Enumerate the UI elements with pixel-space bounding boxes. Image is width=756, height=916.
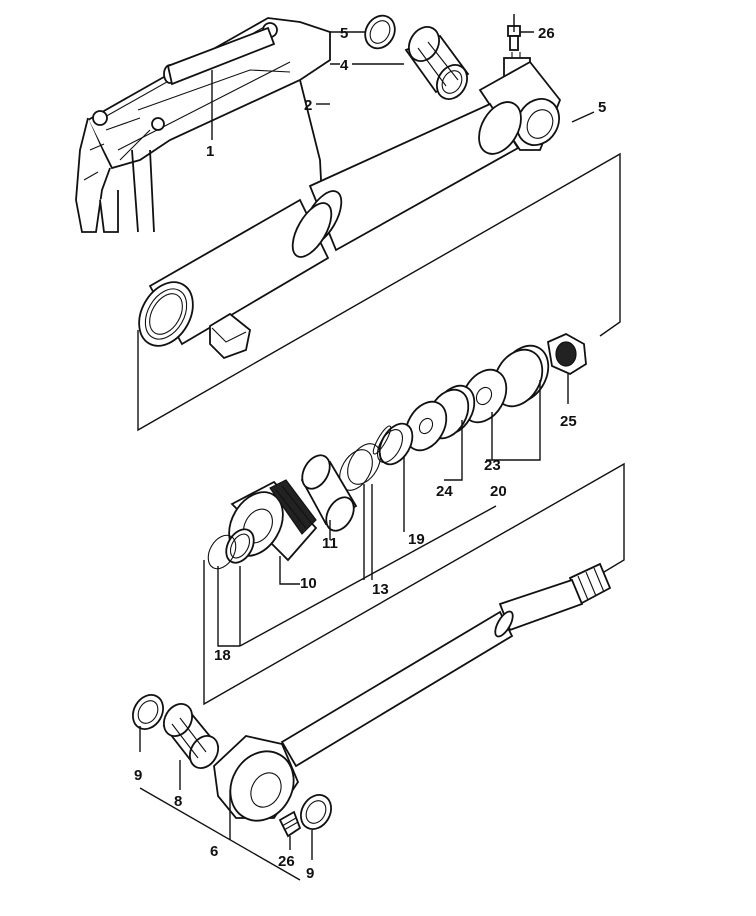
piston-rod [280,562,612,768]
label-11: 11 [322,535,338,552]
seal-ring-9-left [132,694,164,730]
label-20: 20 [490,483,507,500]
cylinder-tube-2 [138,60,562,360]
label-5-top: 5 [340,25,348,42]
seal-ring-5-top [364,14,396,50]
part-labels: 1 2 4 5 26 5 25 23 20 24 19 11 10 13 18 … [134,25,606,882]
label-1: 1 [206,143,214,160]
label-4: 4 [340,57,349,74]
label-26-top: 26 [538,25,555,42]
rod-eye-6 [213,735,300,822]
label-6: 6 [210,843,218,860]
label-23: 23 [484,457,501,474]
piston-ring-20 [404,400,448,452]
tube-group-outline [137,152,621,432]
bushing-8 [162,703,220,769]
leader-lines [139,14,595,881]
label-2: 2 [304,97,312,114]
bushing-4-top [404,26,470,100]
seal-ring-9-right [300,794,332,830]
label-19: 19 [408,531,425,548]
wiper-seal-18 [207,528,255,570]
label-8: 8 [174,793,182,810]
bushing-11 [300,454,358,532]
boom-arm [75,17,331,233]
grease-fitting-26-bottom [278,810,302,838]
label-13: 13 [372,581,389,598]
label-10: 10 [300,575,317,592]
label-18: 18 [214,647,231,664]
lock-nut-25 [546,332,587,376]
rod-group-outline [203,462,625,706]
label-5-right: 5 [598,99,606,116]
label-9-right: 9 [306,865,314,882]
label-26-bottom: 26 [278,853,295,870]
snap-ring-19 [372,422,414,466]
label-9-left: 9 [134,767,142,784]
label-24: 24 [436,483,453,500]
label-25: 25 [560,413,577,430]
